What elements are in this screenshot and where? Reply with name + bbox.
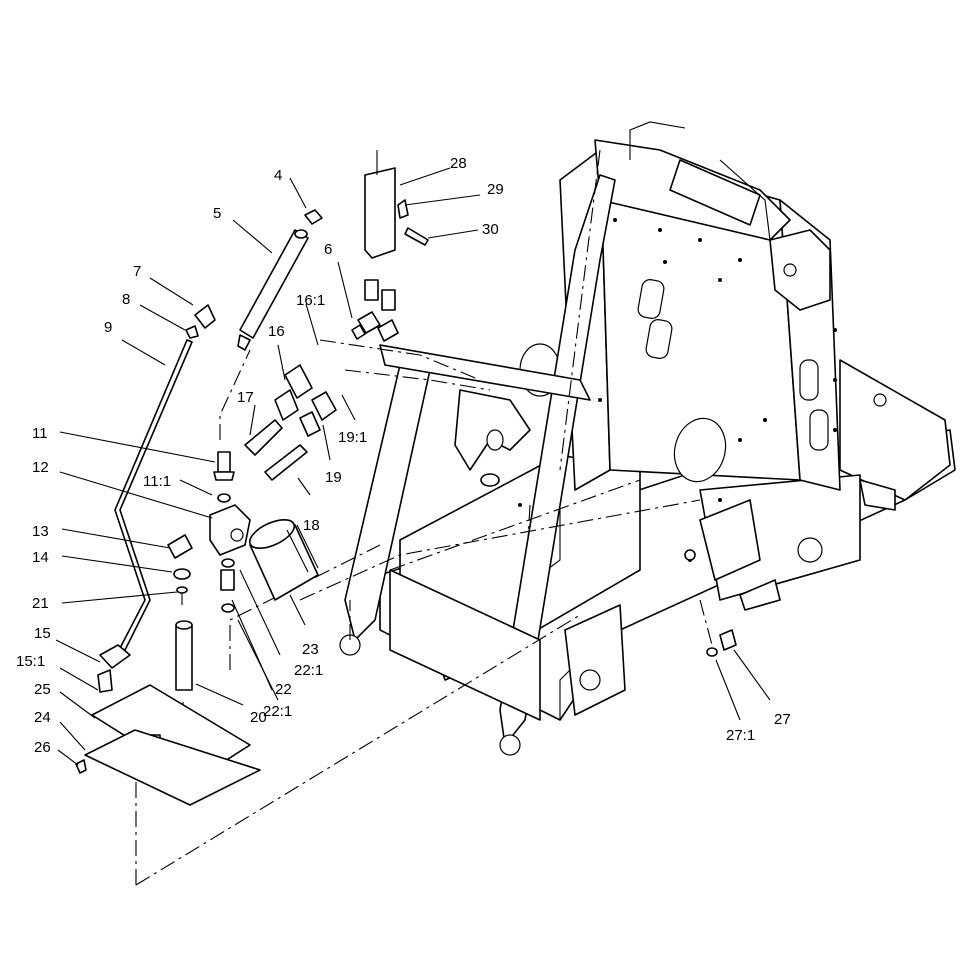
cylinder-5 (239, 229, 309, 339)
callout-7: 7 (133, 263, 141, 280)
callout-29: 29 (487, 181, 504, 198)
tube-20 (175, 624, 193, 691)
callout-24: 24 (34, 709, 51, 726)
callout-30: 30 (482, 221, 499, 238)
callout-27-1: 27:1 (726, 727, 755, 744)
tube-9 (114, 339, 193, 651)
filter-head-12 (209, 504, 251, 556)
callout-5: 5 (213, 205, 221, 222)
callout-16: 16 (268, 323, 285, 340)
fitting-8 (185, 325, 199, 339)
callout-labels: 4 5 6 7 8 9 16:1 16 17 19:1 11 12 19 11:… (16, 155, 791, 756)
callout-17: 17 (237, 389, 254, 406)
fitting-6 (351, 324, 366, 340)
callout-19: 19 (325, 469, 342, 486)
callout-9: 9 (104, 319, 112, 336)
callout-6: 6 (324, 241, 332, 258)
callout-13: 13 (32, 523, 49, 540)
clip-18 (264, 444, 308, 481)
bolt-30 (404, 227, 429, 246)
fitting-11 (217, 451, 231, 473)
exploded-components (75, 150, 737, 806)
callout-22-1-b: 22:1 (263, 703, 292, 720)
callout-12: 12 (32, 459, 49, 476)
callout-16-1: 16:1 (296, 292, 325, 309)
callout-27: 27 (774, 711, 791, 728)
callout-22: 22 (275, 681, 292, 698)
plug-27 (719, 629, 737, 651)
leader-lines (55, 167, 771, 766)
callout-20: 20 (250, 709, 267, 726)
callout-26: 26 (34, 739, 51, 756)
gasket-24 (84, 729, 261, 806)
connector-19 (311, 391, 337, 421)
callout-4: 4 (274, 167, 282, 184)
clip-17 (244, 419, 283, 456)
callout-23: 23 (302, 641, 319, 658)
fitting-4 (304, 209, 323, 225)
main-frame (339, 121, 956, 756)
connector-16 (284, 364, 313, 399)
elbow-15 (99, 644, 131, 669)
screw-26 (75, 759, 87, 774)
callout-8: 8 (122, 291, 130, 308)
callout-11-1: 11:1 (143, 473, 171, 490)
callout-21: 21 (32, 595, 49, 612)
callout-22-1-a: 22:1 (294, 662, 323, 679)
sleeve-28 (364, 167, 396, 259)
callout-19-1: 19:1 (338, 429, 367, 446)
callout-14: 14 (32, 549, 49, 566)
cap-7 (194, 304, 216, 329)
callout-15: 15 (34, 625, 51, 642)
cap-13 (167, 534, 193, 559)
callout-28: 28 (450, 155, 467, 172)
callout-25: 25 (34, 681, 51, 698)
callout-15-1: 15:1 (16, 653, 45, 670)
callout-11: 11 (32, 425, 48, 442)
callout-18: 18 (303, 517, 320, 534)
pin-29 (397, 199, 409, 219)
